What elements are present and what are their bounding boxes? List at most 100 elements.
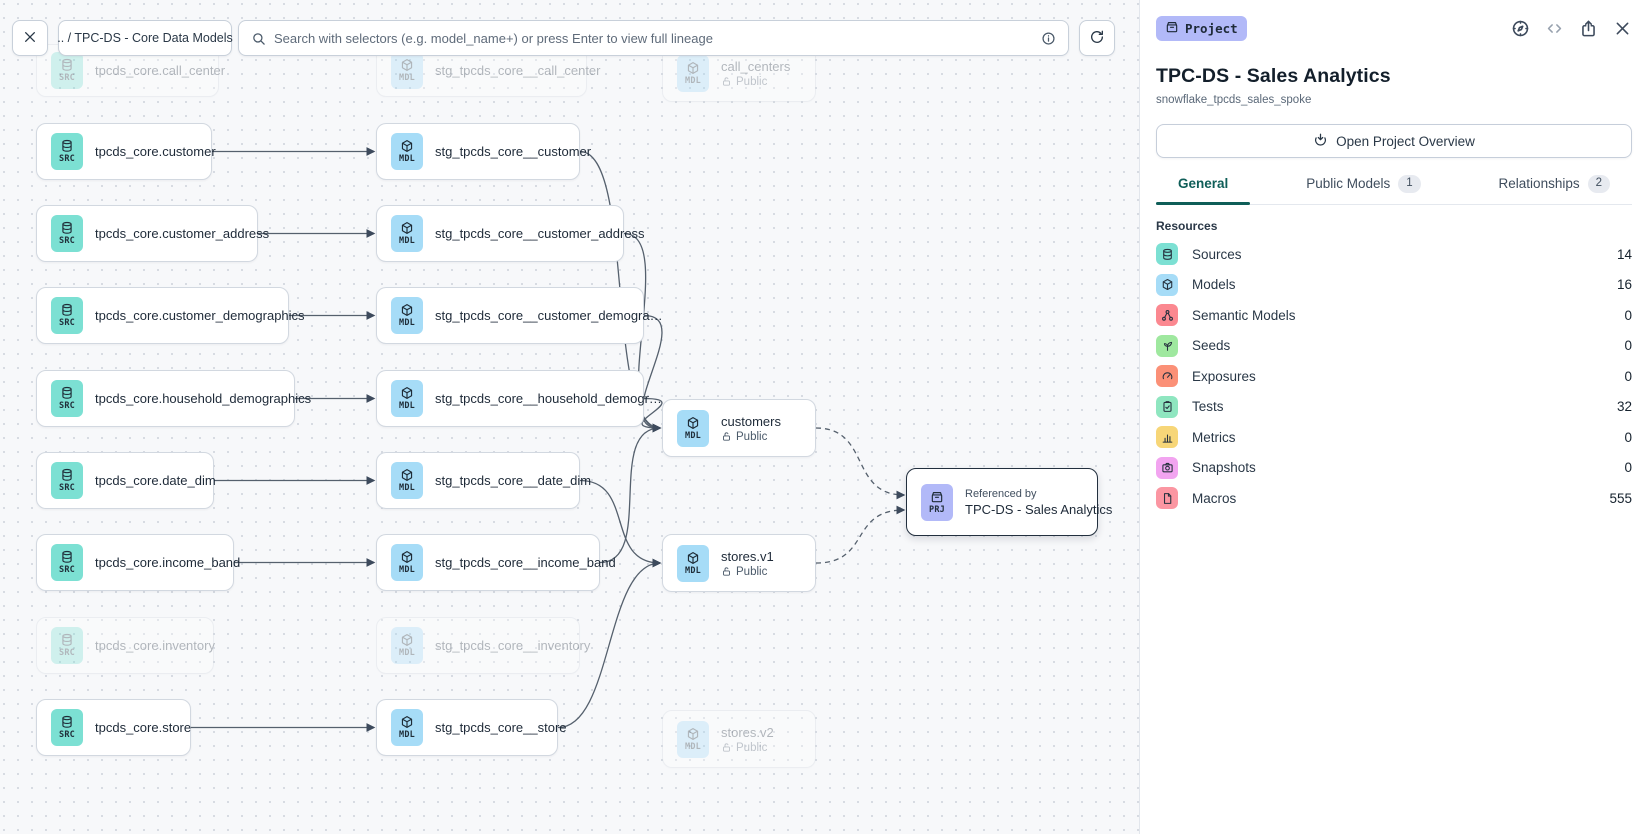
node-label: TPC-DS - Sales Analytics [965, 501, 1113, 517]
node-label: stores.v1 [721, 548, 774, 564]
details-panel: Project TPC-DS - Sales Analytics snowfla… [1139, 0, 1648, 834]
refresh-icon [1089, 29, 1105, 48]
src-badge: SRC [51, 709, 83, 746]
search-input[interactable] [274, 30, 1033, 46]
mdl-badge: MDL [391, 215, 423, 252]
cube-icon [400, 633, 414, 647]
resource-count: 0 [1624, 307, 1632, 323]
cube-icon [400, 139, 414, 153]
semantic-icon [1156, 304, 1178, 327]
node-label: tpcds_core.inventory [95, 638, 215, 653]
cube-icon [400, 715, 414, 729]
tab-general[interactable]: General [1156, 175, 1251, 205]
resource-count: 0 [1624, 338, 1632, 354]
node-label: tpcds_core.customer [95, 144, 216, 159]
close-icon [1613, 19, 1632, 38]
resource-count: 14 [1616, 246, 1632, 262]
open-project-overview-button[interactable]: Open Project Overview [1156, 124, 1632, 158]
node-label: stg_tpcds_core__date_dim [435, 473, 592, 488]
node-label: stg_tpcds_core__income_band [435, 555, 616, 570]
node-access-label: Public [721, 566, 774, 578]
compass-icon [1511, 19, 1530, 38]
node-label: tpcds_core.date_dim [95, 473, 216, 488]
overview-icon [1313, 132, 1328, 150]
test-icon [1156, 395, 1178, 418]
refresh-lineage-button[interactable] [1079, 20, 1115, 56]
archive-icon [930, 490, 944, 504]
close-icon [22, 29, 38, 48]
database-icon [60, 468, 74, 482]
view-code-button[interactable] [1545, 19, 1564, 38]
resource-label: Sources [1192, 246, 1242, 262]
lineage-node-stg-customer[interactable]: MDL stg_tpcds_core__customer [376, 123, 591, 180]
cube-icon [400, 550, 414, 564]
resource-row-sources: Sources 14 [1156, 239, 1632, 270]
cube-icon [686, 416, 700, 430]
node-label: stg_tpcds_core__call_center [435, 63, 601, 78]
edge-stg_date_dim-to-stores_v1 [579, 479, 662, 568]
lineage-node-stg-date-dim[interactable]: MDL stg_tpcds_core__date_dim [376, 452, 591, 509]
node-label: tpcds_core.income_band [95, 555, 241, 570]
node-label: tpcds_core.call_center [95, 63, 226, 78]
tab-count-badge: 1 [1398, 175, 1421, 193]
close-lineage-button[interactable] [12, 20, 48, 56]
mdl-badge: MDL [391, 462, 423, 499]
lineage-node-src-customer[interactable]: SRC tpcds_core.customer [36, 123, 216, 180]
lock-open-icon [721, 76, 732, 87]
node-ref-label: Referenced by [965, 487, 1037, 500]
project-icon [1165, 20, 1179, 37]
node-access-label: Public [721, 76, 790, 88]
share-button[interactable] [1579, 19, 1598, 38]
node-label: stg_tpcds_core__customer [435, 144, 592, 159]
node-access-label: Public [721, 431, 781, 443]
lineage-node-stg-customer-address[interactable]: MDL stg_tpcds_core__customer_address [376, 205, 645, 262]
lineage-search[interactable] [238, 20, 1069, 56]
search-icon [251, 31, 266, 46]
breadcrumb[interactable]: .. / TPC-DS - Core Data Models [57, 20, 233, 56]
resource-label: Metrics [1192, 429, 1236, 445]
focus-lineage-button[interactable] [1511, 19, 1530, 38]
src-badge: SRC [51, 133, 83, 170]
node-label: call_centers [721, 58, 791, 74]
tab-label: General [1178, 176, 1229, 192]
mdl-badge: MDL [391, 380, 423, 417]
edge-stg_customer_demographics-to-customers [641, 314, 663, 433]
mdl-badge: MDL [677, 409, 709, 447]
overview-button-label: Open Project Overview [1336, 133, 1475, 149]
mdl-badge: MDL [391, 133, 423, 170]
resource-count: 32 [1616, 399, 1632, 415]
node-label: stg_tpcds_core__customer_address [435, 226, 645, 241]
macro-icon [1156, 487, 1178, 510]
gauge-icon [1156, 365, 1178, 388]
edge-stg_household_demographics-to-customers [641, 397, 663, 433]
edge-stores_v1-to-ref_project [815, 505, 906, 564]
resources-heading: Resources [1156, 218, 1218, 233]
close-panel-button[interactable] [1613, 19, 1632, 38]
info-icon[interactable] [1041, 31, 1056, 46]
